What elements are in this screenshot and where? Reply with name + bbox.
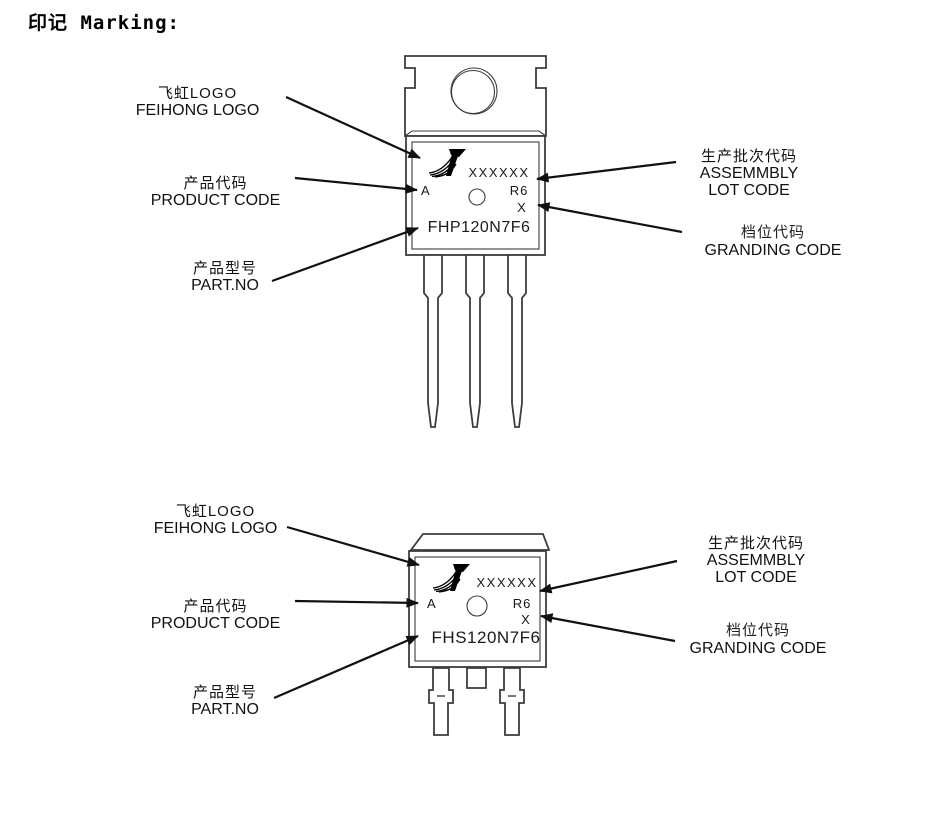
callout-arrow-top-grade-code	[537, 202, 683, 234]
to263-figure: XXXXXX A R6 X FHS120N7F6	[408, 533, 551, 736]
callout-en: LOT CODE	[708, 182, 790, 199]
callout-label-bottom-lot-code: 生产批次代码 ASSEMMBLY LOT CODE	[670, 535, 842, 586]
callout-zh: 产品型号	[192, 684, 257, 701]
callout-zh: 档位代码	[740, 225, 805, 241]
callout-arrow-bottom-product-code	[294, 597, 419, 608]
to220-lot-code-text: XXXXXX	[468, 165, 529, 180]
callout-label-top-logo: 飞虹LOGO FEIHONG LOGO	[110, 85, 285, 119]
callout-label-bottom-grade-code: 档位代码 GRANDING CODE	[672, 623, 844, 657]
to263-lead-middle-cut	[466, 667, 487, 689]
callout-arrow-top-product-code	[294, 176, 418, 194]
callout-zh: 产品代码	[183, 598, 248, 615]
callout-en: GRANDING CODE	[704, 242, 842, 259]
to263-lead-left	[428, 667, 454, 736]
callout-label-top-product-code: 产品代码 PRODUCT CODE	[133, 175, 298, 209]
callout-arrow-top-logo	[285, 95, 421, 160]
callout-arrow-bottom-logo	[286, 525, 420, 567]
callout-arrow-bottom-grade-code	[540, 613, 676, 643]
callout-zh: 生产批次代码	[700, 148, 797, 165]
to220-pin1-dot	[468, 188, 486, 206]
to263-product-code-text: A	[427, 596, 437, 611]
to220-lead-3	[507, 254, 527, 428]
callout-en: FEIHONG LOGO	[153, 520, 278, 537]
callout-en: GRANDING CODE	[689, 640, 827, 657]
to220-lead-1	[423, 254, 443, 428]
callout-zh: 档位代码	[725, 623, 790, 639]
to220-chamfer	[404, 130, 547, 137]
feihong-logo-icon	[428, 149, 466, 178]
to263-pin1-dot	[466, 595, 488, 617]
callout-arrow-top-lot-code	[536, 160, 677, 183]
callout-arrows	[271, 95, 683, 700]
to220-grade-code-text: X	[517, 200, 527, 215]
callout-label-bottom-product-code: 产品代码 PRODUCT CODE	[133, 598, 298, 632]
callout-en: PRODUCT CODE	[150, 192, 281, 209]
callout-zh: 生产批次代码	[707, 535, 804, 552]
callout-en: PRODUCT CODE	[150, 615, 281, 632]
page-title: 印记 Marking:	[28, 12, 180, 34]
to220-part-no-text: FHP120N7F6	[428, 219, 531, 236]
to220-lead-2	[465, 254, 485, 428]
callout-en: ASSEMMBLY	[699, 165, 799, 182]
callout-en: PART.NO	[191, 701, 259, 718]
callout-zh: 产品代码	[183, 175, 248, 192]
to220-figure: XXXXXX A R6 X FHP120N7F6	[404, 55, 547, 428]
to220-mounting-hole-inner	[450, 69, 496, 115]
to220-body-inner-border	[411, 141, 540, 250]
callout-label-top-part-no: 产品型号 PART.NO	[140, 260, 310, 294]
callout-arrow-bottom-part-no	[273, 634, 419, 700]
feihong-logo-icon	[432, 564, 470, 593]
callout-label-bottom-part-no: 产品型号 PART.NO	[140, 684, 310, 718]
callout-zh: 产品型号	[192, 260, 257, 277]
to263-assembly-code-text: R6	[513, 596, 532, 611]
callout-en: LOT CODE	[715, 569, 797, 586]
to263-lot-code-text: XXXXXX	[476, 575, 537, 590]
callout-arrow-bottom-lot-code	[539, 559, 678, 594]
to263-body-inner-border	[414, 556, 541, 662]
callout-en: PART.NO	[191, 277, 259, 294]
to263-grade-code-text: X	[521, 612, 531, 627]
callout-zh: 飞虹LOGO	[157, 85, 238, 102]
callout-zh: 飞虹LOGO	[175, 503, 256, 520]
to220-product-code-text: A	[421, 183, 431, 198]
callout-en: ASSEMMBLY	[706, 552, 806, 569]
to263-part-no-text: FHS120N7F6	[432, 628, 541, 647]
to263-body	[408, 550, 547, 668]
to220-assembly-code-text: R6	[510, 183, 529, 198]
callout-en: FEIHONG LOGO	[135, 102, 260, 119]
callout-label-top-lot-code: 生产批次代码 ASSEMMBLY LOT CODE	[663, 148, 835, 199]
to220-body	[405, 135, 546, 256]
callout-arrow-top-part-no	[271, 226, 419, 283]
callout-label-top-grade-code: 档位代码 GRANDING CODE	[687, 225, 859, 259]
callout-label-bottom-logo: 飞虹LOGO FEIHONG LOGO	[128, 503, 303, 537]
to263-cap	[409, 533, 551, 551]
to263-lead-right	[499, 667, 525, 736]
